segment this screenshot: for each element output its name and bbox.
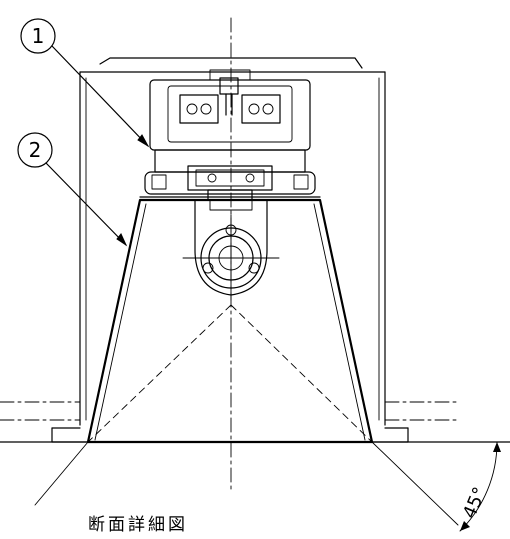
- callout-2: 2: [17, 132, 128, 247]
- power-unit: [149, 69, 311, 151]
- angle-dimension: 45°: [459, 441, 501, 532]
- reflector-cone: [86, 196, 374, 444]
- drawing-caption: 断面詳細図: [88, 515, 188, 535]
- ceiling-flange: [0, 401, 510, 443]
- beam-spread-lines: [34, 304, 459, 526]
- callout-1: 1: [20, 18, 150, 148]
- angle-label: 45°: [459, 484, 491, 522]
- outer-housing: [79, 57, 386, 426]
- callout-2-label: 2: [29, 138, 42, 162]
- mounting-bracket: [144, 149, 316, 201]
- callout-1-label: 1: [32, 24, 45, 48]
- lamp-holder: [182, 199, 280, 301]
